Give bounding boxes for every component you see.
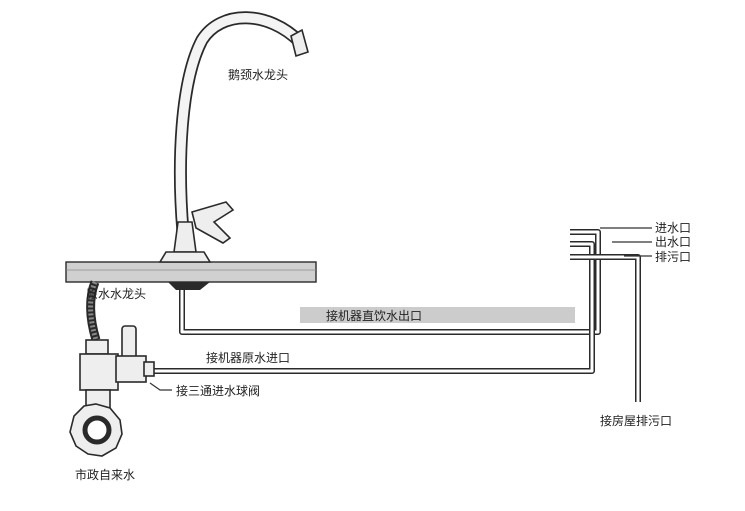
drain-pipe [570, 254, 641, 402]
faucet-spout-fill [175, 13, 304, 233]
drinking-water-outlet-pipe [179, 229, 601, 335]
valve-stem [121, 325, 137, 361]
outlet-port-label: 出水口 [655, 235, 691, 249]
tee-body [79, 353, 119, 391]
valve-outlet [143, 361, 155, 377]
gooseneck-faucet [158, 11, 309, 290]
tee-ball-valve-label: 接三通进水球阀 [176, 383, 260, 398]
valve-body [115, 355, 147, 383]
raw-water-faucet-assembly [69, 280, 155, 457]
machine-drinking-outlet-label: 接机器直饮水出口 [326, 308, 422, 323]
municipal-water-label: 市政自来水 [75, 467, 135, 482]
raw-water-faucet-label: 原水水龙头 [86, 287, 146, 301]
countertop [65, 261, 317, 283]
machine-raw-water-inlet-label: 接机器原水进口 [206, 350, 290, 365]
valve-leader [149, 382, 172, 391]
label-shadow-bar [300, 307, 575, 323]
faucet-spout-tip [290, 28, 309, 58]
drain-port-label: 排污口 [655, 250, 691, 264]
faucet-base [158, 251, 212, 263]
inlet-port-label: 进水口 [655, 221, 691, 235]
faucet-under-mount [168, 282, 210, 290]
house-drain-label: 接房屋排污口 [600, 413, 672, 428]
faucet-body [173, 221, 197, 253]
faucet-handle [191, 201, 235, 244]
raw-water-inlet-pipe [150, 241, 595, 374]
gooseneck-faucet-label: 鹅颈水龙头 [228, 68, 288, 82]
municipal-pipe-opening [82, 415, 112, 445]
raw-faucet-nut [85, 339, 109, 355]
